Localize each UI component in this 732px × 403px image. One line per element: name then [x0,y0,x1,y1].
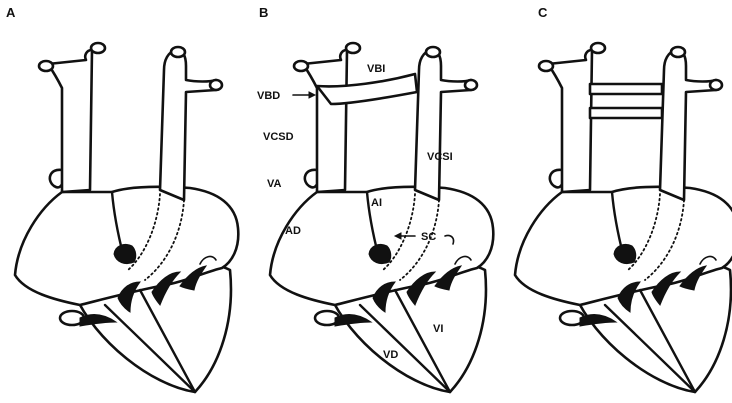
label-vcsi: VCSI [427,151,453,163]
vcsi-vessel [415,50,476,200]
label-ad: AD [285,225,301,237]
heart-c [515,187,732,392]
label-vbi: VBI [367,63,385,75]
lower-bridge-c [590,108,662,118]
label-va: VA [267,178,282,190]
label-vbd: VBD [257,90,280,102]
panel-b: B VBI VBD VCSD VCSI VA AI AD SC VI VD [257,5,493,392]
label-vd: VD [383,349,398,361]
left-vein-c [660,50,721,200]
label-vi: VI [433,323,443,335]
heart-b [270,187,493,392]
panel-letter-b: B [259,5,268,20]
vcsd-vessel [303,50,347,192]
left-vein-a [160,50,221,200]
panel-c: C [515,5,732,392]
panel-letter-a: A [6,5,16,20]
label-sc: SC [421,231,436,243]
panel-a: A [6,5,238,392]
label-ai: AI [371,197,382,209]
panel-letter-c: C [538,5,548,20]
label-vcsd: VCSD [263,131,294,143]
heart-a [15,187,238,392]
upper-bridge-c [590,84,662,94]
right-vein-c [548,50,592,192]
right-vein-a [48,50,92,192]
